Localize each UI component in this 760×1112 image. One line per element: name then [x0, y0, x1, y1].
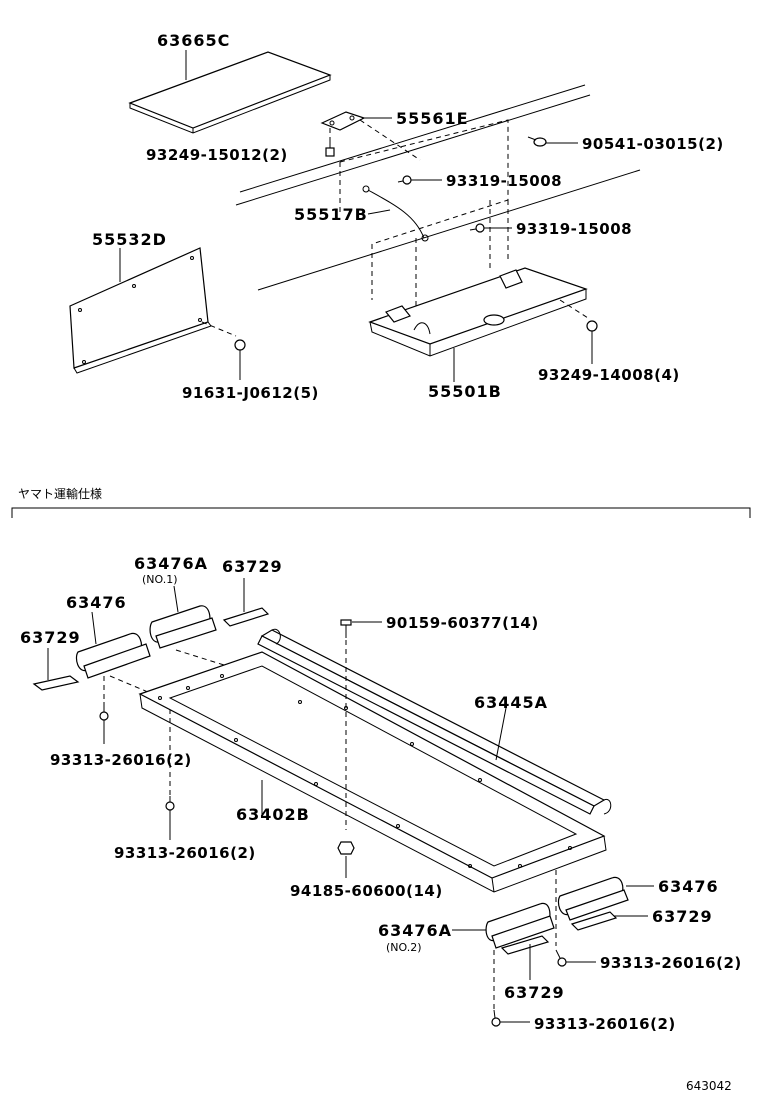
part-55561e-bracket	[320, 111, 392, 131]
label-90541-03015: 90541-03015(2)	[582, 135, 724, 153]
section-bracket	[11, 507, 751, 518]
body-rails	[235, 84, 641, 291]
label-63476a-bottom: 63476A	[378, 921, 452, 940]
label-55517b: 55517B	[294, 205, 368, 224]
screw-93319-15008-a	[397, 175, 442, 185]
pin-90541-03015	[527, 136, 578, 147]
label-63476a-top-note: (NO.1)	[142, 573, 178, 586]
label-94185-60600: 94185-60600(14)	[290, 882, 443, 900]
label-90159-60377: 90159-60377(14)	[386, 614, 539, 632]
part-63729-pad-right	[570, 911, 648, 931]
label-63729-bottom: 63729	[504, 983, 565, 1002]
part-55501b-lid	[368, 267, 588, 382]
part-63476a-cover-bottom	[452, 902, 555, 1010]
bolt-93313-26016-b	[165, 796, 175, 840]
part-63729-pad-bottom	[500, 935, 550, 980]
label-63445a: 63445A	[474, 693, 548, 712]
label-55501b: 55501B	[428, 382, 502, 401]
label-63476-right: 63476	[658, 877, 719, 896]
label-93313-26016-c: 93313-26016(2)	[600, 954, 742, 972]
label-93319-15008-b: 93319-15008	[516, 220, 632, 238]
part-63729-pad-top	[222, 578, 270, 627]
part-55517b-strap	[362, 185, 429, 242]
bolt-93313-26016-d	[491, 1009, 530, 1027]
bolt-90159-60377	[340, 619, 382, 830]
label-93313-26016-b: 93313-26016(2)	[114, 844, 256, 862]
label-93249-15012: 93249-15012(2)	[146, 146, 288, 164]
label-63729-top: 63729	[222, 557, 283, 576]
label-63729-left: 63729	[20, 628, 81, 647]
label-55532d: 55532D	[92, 230, 167, 249]
screw-91631-j0612	[201, 321, 246, 380]
part-55532d-plate	[69, 247, 212, 374]
door-frame-outline	[339, 119, 509, 312]
label-55561e: 55561E	[396, 109, 469, 128]
label-63476a-bottom-note: (NO.2)	[386, 941, 422, 954]
label-93313-26016-d: 93313-26016(2)	[534, 1015, 676, 1033]
bolt-93249-14008	[559, 299, 598, 364]
nut-94185-60600	[337, 841, 355, 878]
screw-93319-15008-b	[469, 223, 512, 233]
part-63665c-mat	[128, 50, 332, 134]
label-93313-26016-a: 93313-26016(2)	[50, 751, 192, 769]
bolt-93313-26016-a	[99, 702, 109, 744]
part-63402b-frame	[138, 651, 607, 893]
label-63665c: 63665C	[157, 31, 230, 50]
label-63476-left: 63476	[66, 593, 127, 612]
part-63476a-cover-top	[149, 585, 217, 649]
section-title: ヤマト運輸仕様	[18, 486, 102, 501]
label-93249-14008: 93249-14008(4)	[538, 366, 680, 384]
figure-number: 643042	[686, 1079, 732, 1093]
label-93319-15008-a: 93319-15008	[446, 172, 562, 190]
bolt-93313-26016-c	[555, 949, 596, 967]
label-63402b: 63402B	[236, 805, 310, 824]
label-63476a-top: 63476A	[134, 554, 208, 573]
part-63476-cover-right	[555, 870, 654, 946]
part-63476-cover-left	[75, 611, 151, 700]
part-63445a-rail	[257, 628, 612, 815]
label-91631-j0612: 91631-J0612(5)	[182, 384, 319, 402]
label-63729-right: 63729	[652, 907, 713, 926]
part-63729-pad-left	[32, 648, 80, 691]
bolt-93249-15012	[325, 128, 335, 157]
frame-holes	[158, 674, 572, 868]
